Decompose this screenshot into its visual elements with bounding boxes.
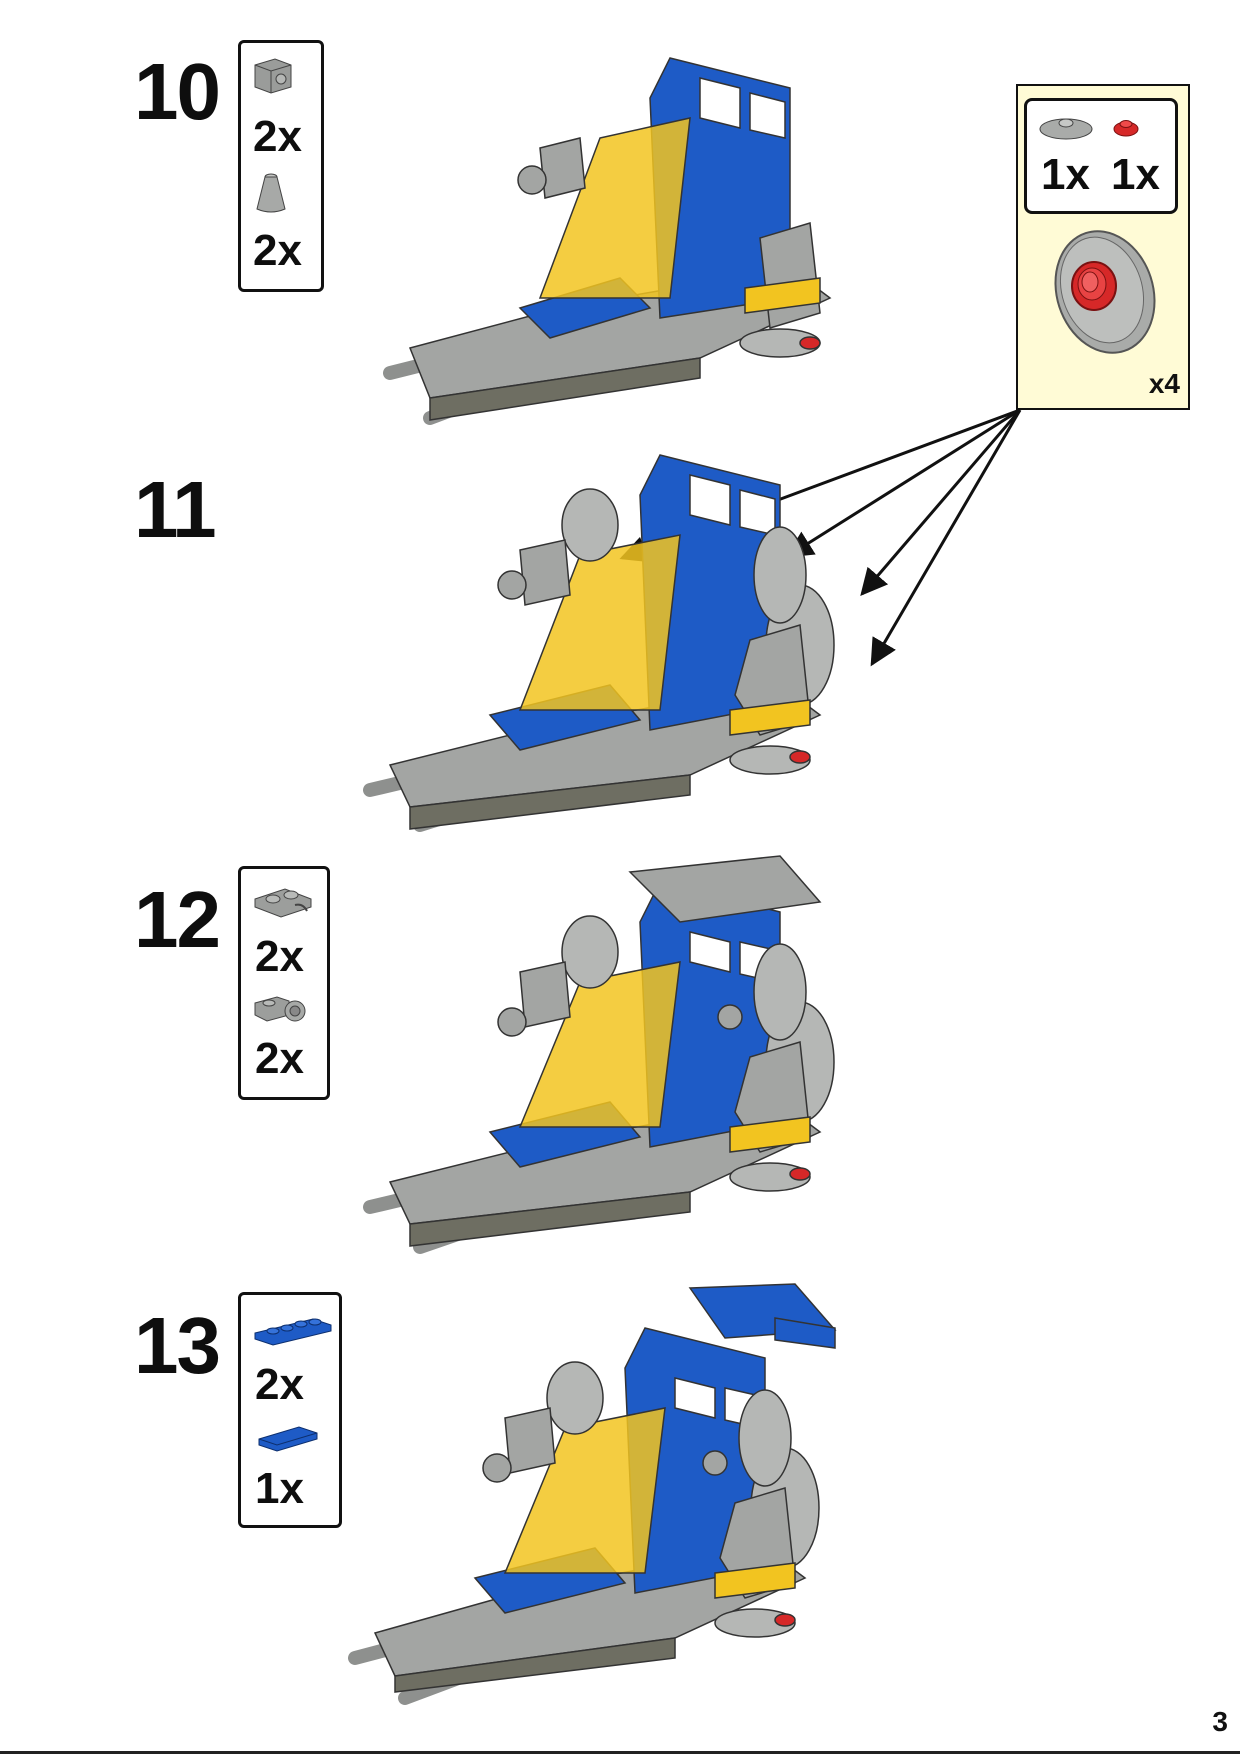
model-step-11 [360,455,920,855]
page-number: 3 [1212,1708,1228,1736]
model-step-12 [360,862,920,1262]
model-step-13 [345,1288,925,1708]
model-step-10 [370,38,910,438]
